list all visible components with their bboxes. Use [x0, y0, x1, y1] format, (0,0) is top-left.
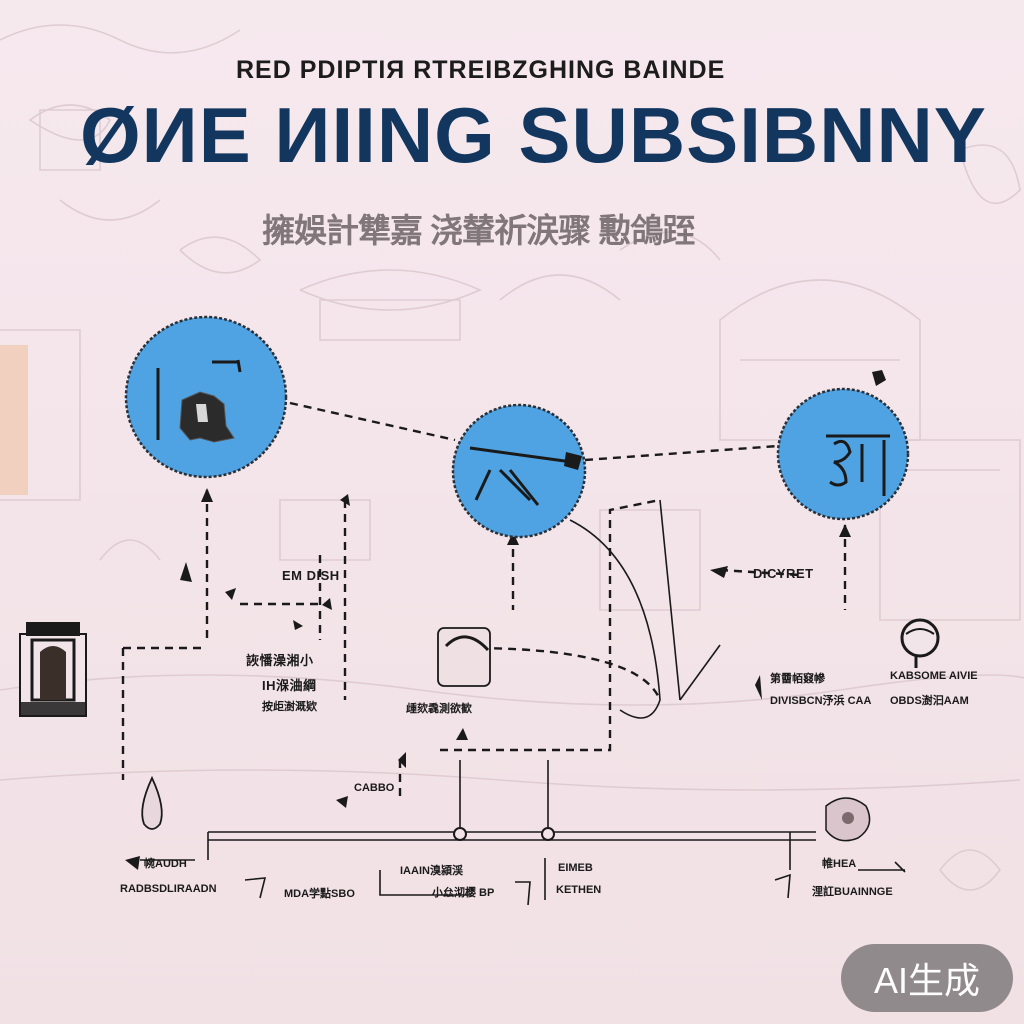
label-bottom-mid-1: IAAIN溴潁渓: [400, 865, 463, 877]
label-bottom-mid-left: MDA学點SBO: [284, 888, 355, 900]
label-bottom-r1: EIMEB: [558, 862, 593, 874]
ai-generated-badge: AI生成: [841, 944, 1013, 1012]
symbol-glyph-icon: [826, 434, 890, 496]
arrowheads: [125, 488, 851, 870]
drop-icon: [141, 775, 163, 830]
route-glyph-icon: [469, 446, 573, 506]
node-circle-2[interactable]: [451, 403, 587, 539]
label-left-cjk-1: 詼憣澡湘小: [246, 653, 314, 668]
building-icon: [19, 622, 87, 717]
bus-junctions: [453, 827, 555, 841]
label-em-dish: EM DISH: [282, 568, 340, 583]
label-left-cjk-2: IH湺浀綱: [262, 678, 317, 693]
middle-box-icon: [437, 627, 491, 687]
diagram-title: ØИE ИIING SUBSIBNNY: [80, 91, 987, 179]
label-bottom-mid-2: 小厽沏樱 BP: [432, 887, 495, 899]
label-dicyret: DICYRET: [753, 566, 814, 581]
label-bottom-left-2: RADBSDLIRAADN: [120, 883, 217, 895]
label-bottom-left-1: 帵AUDH: [144, 858, 187, 870]
diagram-subtitle: RED PDIPTIЯ RTREIBZGHING BAINDE: [236, 56, 726, 84]
crest-icon: [825, 797, 871, 842]
diagram-cjk-subtitle: 擁娛計犨嘉 浇輦祈涙骤 憅鴿跮: [262, 212, 695, 249]
label-carbo: CABBO: [354, 782, 395, 794]
label-right-b2: OBDS澍汩AAM: [890, 695, 969, 707]
connector-lines: [121, 401, 847, 800]
globe-pin-icon: [900, 618, 940, 668]
label-right-a2: DIVISBCN汿浜 CAA: [770, 695, 872, 707]
label-bottom-far-1: 帷HEA: [822, 858, 857, 870]
label-right-a1: 第羀帞窡幓: [770, 673, 825, 685]
label-bottom-far-2: 浬訌BUAINNGE: [812, 886, 893, 898]
label-left-cjk-3: 按歫澍溉欵: [262, 701, 317, 713]
node-circle-1[interactable]: [124, 315, 288, 479]
label-right-b1: KABSOME AIVIE: [890, 670, 978, 682]
label-mid-small: 歱欬毳測欲歓: [406, 703, 472, 715]
bus-lines: [140, 499, 906, 906]
node-circle-3[interactable]: [776, 370, 910, 521]
pin-icon: [872, 370, 886, 386]
label-bottom-r2: KETHEN: [556, 884, 602, 896]
